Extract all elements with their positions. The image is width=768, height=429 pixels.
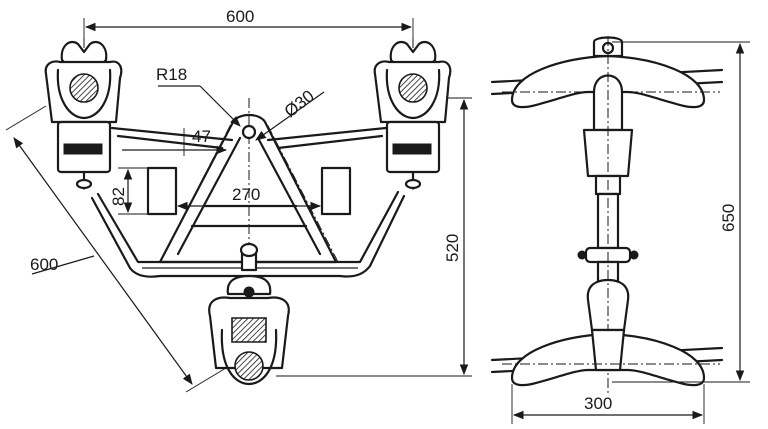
- front-view: 600: [5, 7, 472, 393]
- dim-label-82: 82: [109, 187, 128, 206]
- dim-label-600-diagonal: 600: [30, 255, 58, 274]
- dimension-650: 650: [719, 42, 745, 382]
- dimension-diagonal: 600: [5, 105, 227, 393]
- dim-label-520: 520: [443, 234, 462, 262]
- dim-label-300: 300: [584, 394, 612, 413]
- dim-label-47: 47: [192, 127, 211, 146]
- dimension-diameter: Ø30: [255, 86, 325, 141]
- dimension-r18: R18: [156, 65, 241, 127]
- dimension-top-width: 600: [83, 7, 414, 38]
- right-top-clamp: [373, 40, 452, 190]
- left-top-clamp: [44, 40, 123, 190]
- dim-label-650: 650: [719, 204, 738, 232]
- dimension-82: 82: [109, 167, 148, 215]
- dim-label-600-top: 600: [226, 7, 254, 26]
- dim-label-r18: R18: [156, 65, 187, 84]
- hanger-rod: [577, 36, 639, 396]
- bottom-bracket: [490, 328, 750, 387]
- dim-label-270: 270: [232, 185, 260, 204]
- dim-label-diameter-30: Ø30: [281, 86, 318, 121]
- dimension-520: 520: [276, 97, 472, 377]
- dimension-270: 270: [176, 185, 322, 211]
- side-view: 650 300: [490, 36, 750, 424]
- bottom-clamp: [208, 242, 290, 386]
- dimension-300: 300: [511, 384, 705, 424]
